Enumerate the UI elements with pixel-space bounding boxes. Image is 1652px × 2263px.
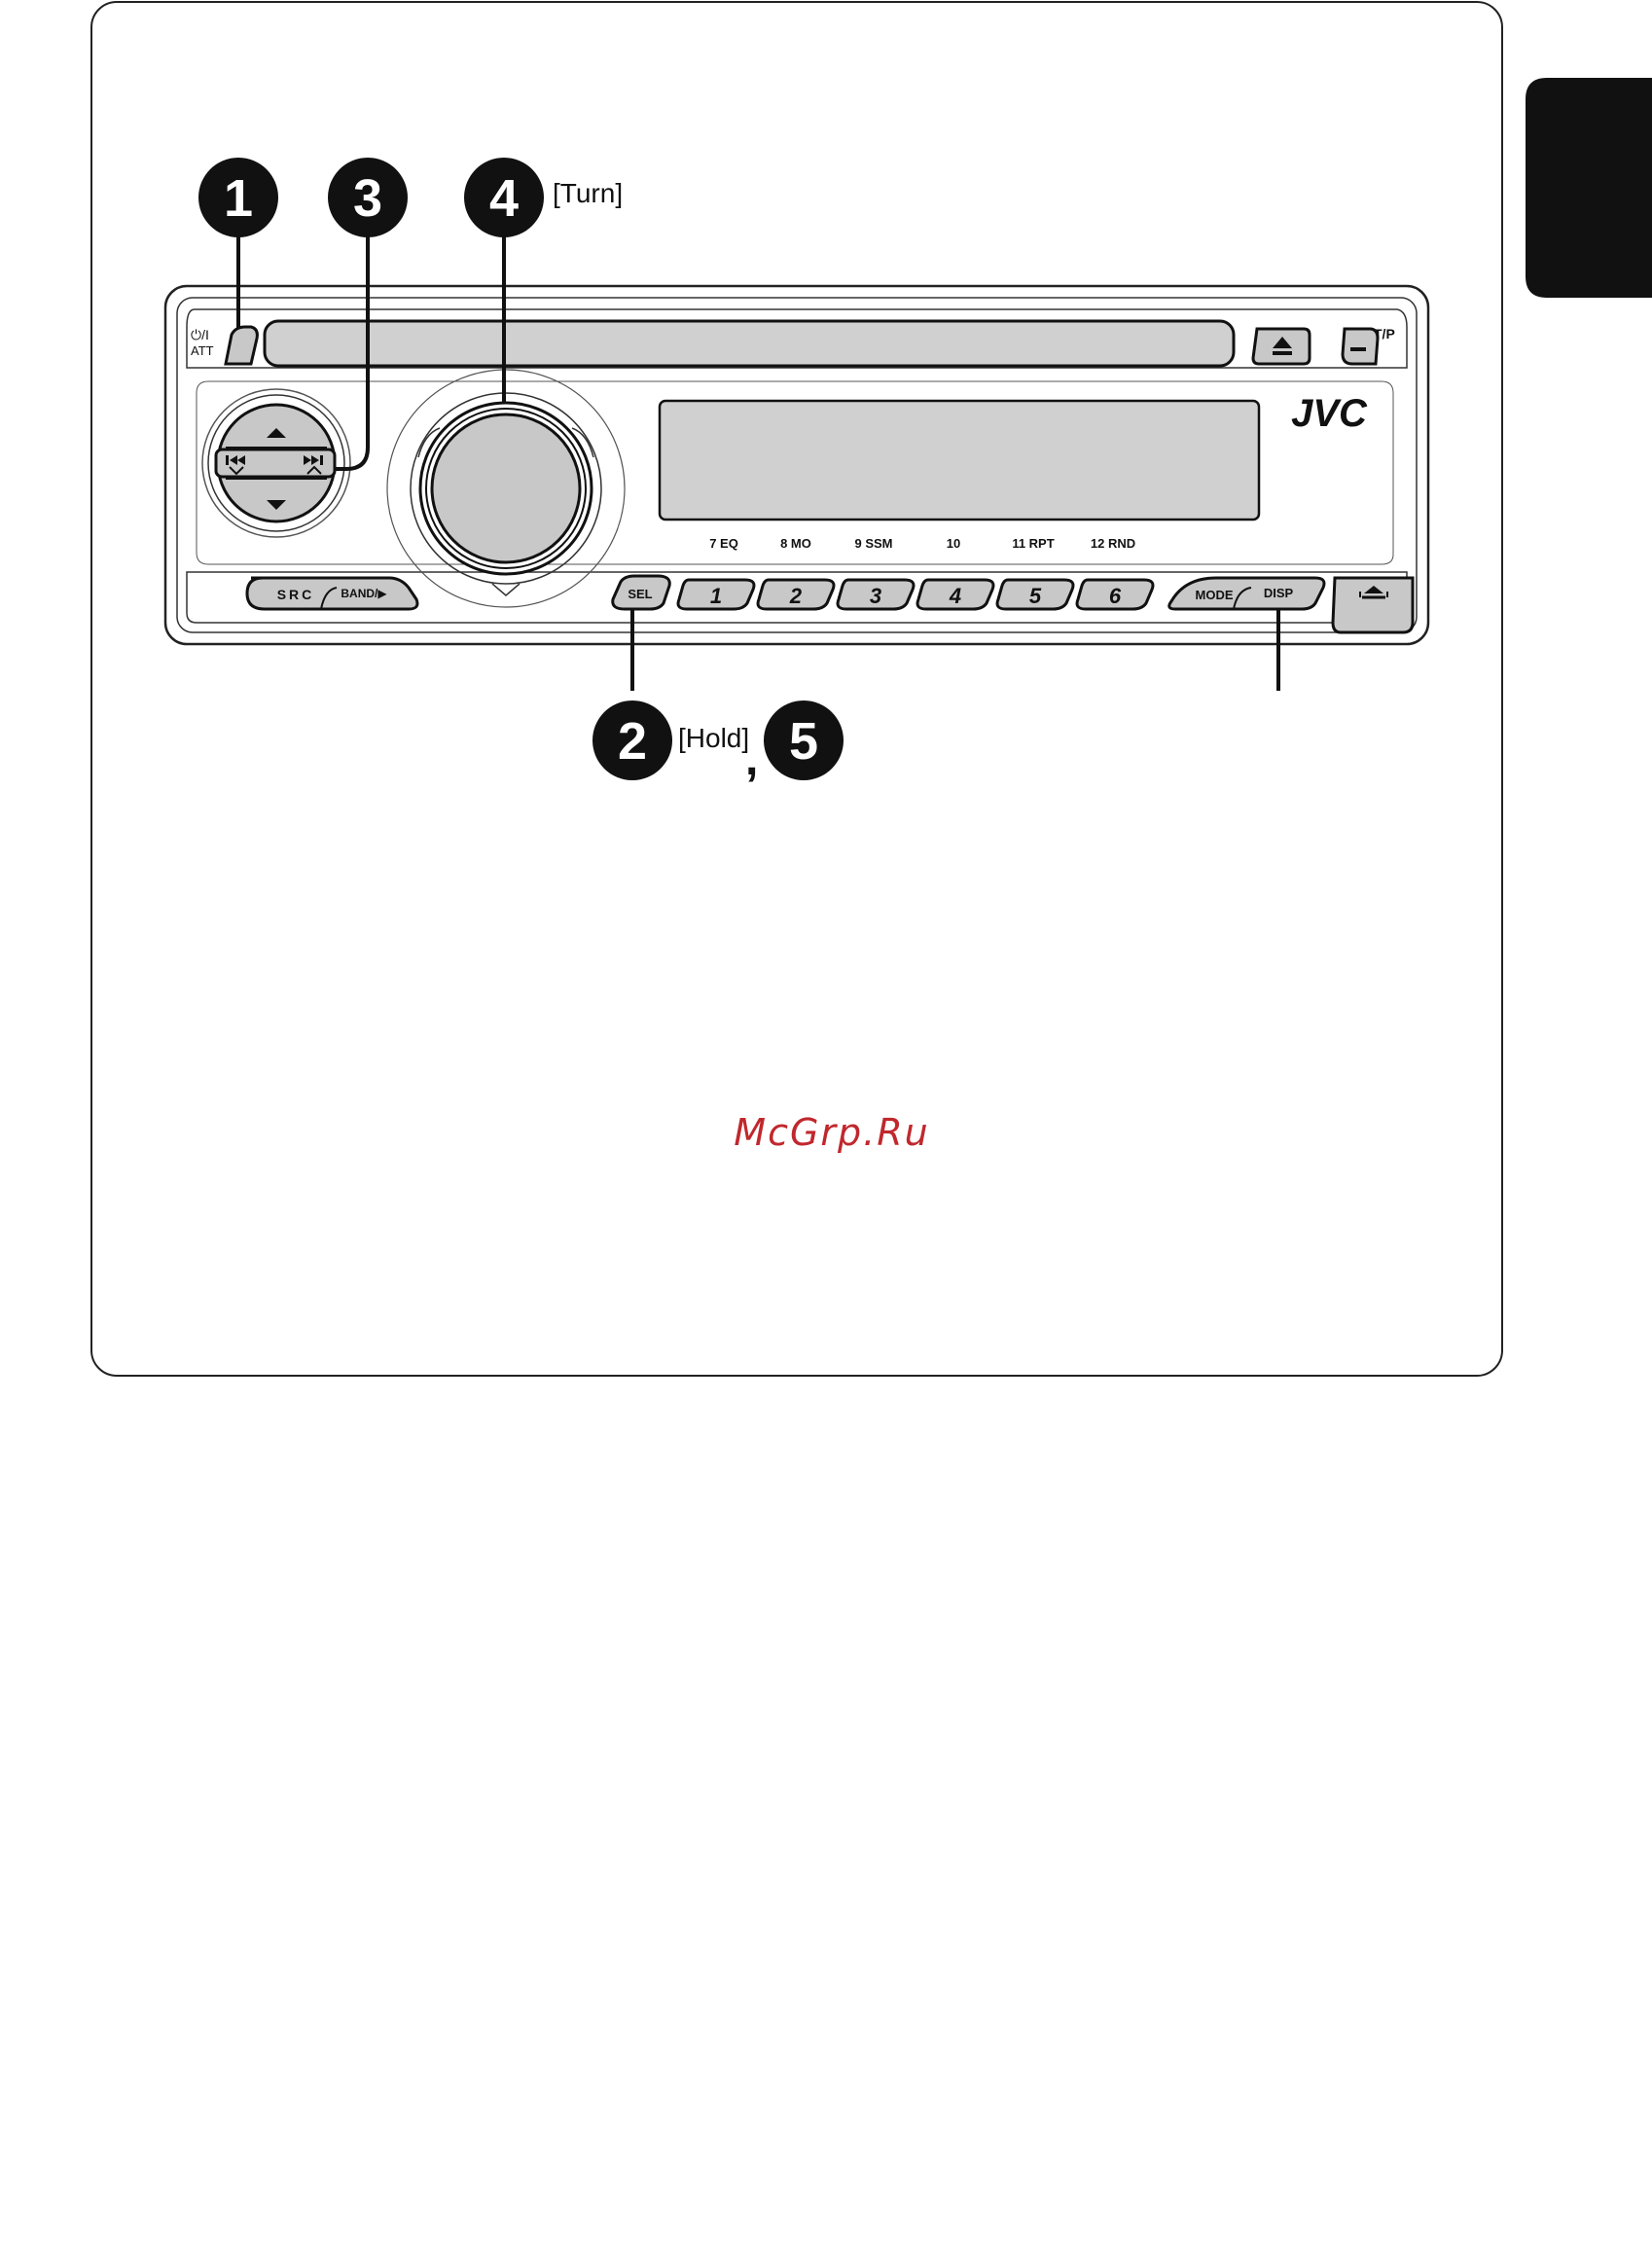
preset-button-2[interactable]: 2 xyxy=(758,580,834,609)
svg-text:1: 1 xyxy=(224,169,253,228)
callout-3: 3 xyxy=(328,158,408,237)
callout-4: 4 xyxy=(464,158,544,237)
att-label: ATT xyxy=(191,343,214,358)
svg-text:2: 2 xyxy=(618,712,647,771)
disp-label: DISP xyxy=(1264,586,1294,600)
callout-1: 1 xyxy=(198,158,278,237)
section-tab xyxy=(1526,78,1652,298)
svg-text:3: 3 xyxy=(353,169,382,228)
mode-disp-button[interactable] xyxy=(1169,578,1324,609)
src-band-button[interactable] xyxy=(247,578,417,609)
preset-sublabel: 10 xyxy=(947,536,960,551)
detach-button[interactable] xyxy=(1333,578,1413,632)
svg-text:4: 4 xyxy=(489,169,519,228)
hold-label: [Hold] xyxy=(678,723,749,753)
callout-5: 5 xyxy=(764,700,844,780)
preset-button-5[interactable]: 5 xyxy=(997,580,1073,609)
preset-button-label: 3 xyxy=(870,584,881,608)
preset-button-3[interactable]: 3 xyxy=(838,580,914,609)
src-label: SRC xyxy=(277,587,315,602)
preset-sublabel: 8 MO xyxy=(780,536,811,551)
preset-sublabel: 12 RND xyxy=(1091,536,1135,551)
preset-button-4[interactable]: 4 xyxy=(917,580,993,609)
preset-button-label: 2 xyxy=(789,584,803,608)
watermark: McGrp.Ru xyxy=(734,1111,929,1154)
turn-label: [Turn] xyxy=(553,178,623,208)
callout-separator: , xyxy=(745,734,758,785)
svg-text:5: 5 xyxy=(789,712,818,771)
band-label: BAND/▶ xyxy=(341,587,387,600)
content-frame xyxy=(91,2,1502,1376)
sel-label: SEL xyxy=(628,587,652,601)
preset-button-label: 1 xyxy=(710,584,722,608)
preset-sublabel: 9 SSM xyxy=(854,536,892,551)
power-label: ⏻/I xyxy=(191,327,209,342)
lcd-display xyxy=(660,401,1259,520)
eject-button[interactable] xyxy=(1253,329,1310,364)
preset-button-label: 5 xyxy=(1029,584,1042,608)
preset-button-label: 4 xyxy=(949,584,961,608)
tp-button[interactable] xyxy=(1343,329,1378,364)
brand-logo: JVC xyxy=(1291,392,1368,435)
callout-2: 2 xyxy=(593,700,672,780)
preset-button-label: 6 xyxy=(1109,584,1122,608)
preset-sublabel: 7 EQ xyxy=(709,536,738,551)
volume-knob[interactable] xyxy=(420,403,592,574)
tp-label: T/P xyxy=(1374,326,1395,341)
mode-label: MODE xyxy=(1196,588,1234,602)
preset-button-1[interactable]: 1 xyxy=(678,580,754,609)
preset-button-6[interactable]: 6 xyxy=(1077,580,1153,609)
cd-slot xyxy=(265,321,1234,366)
preset-sublabel: 11 RPT xyxy=(1012,536,1054,551)
